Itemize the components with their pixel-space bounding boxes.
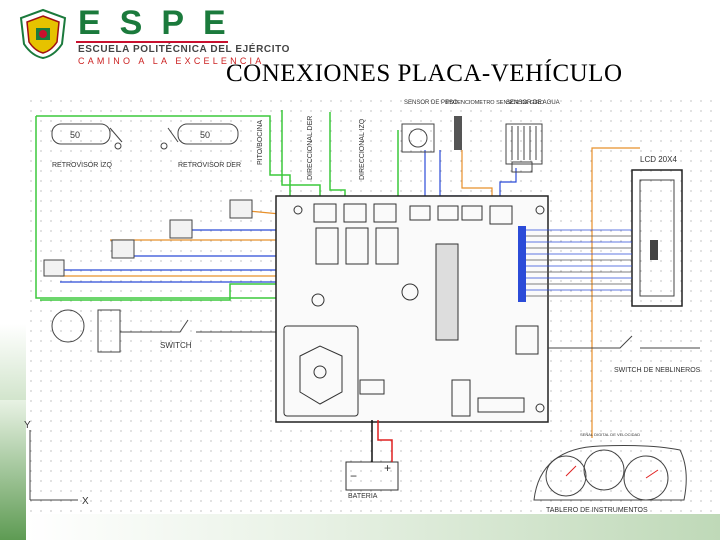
brand-divider <box>76 41 228 43</box>
brand-motto: CAMINO A LA EXCELENCIA <box>78 56 265 66</box>
horn-label: PITO/BOCINA <box>257 120 264 165</box>
mirror-left-label: RETROVISOR IZQ <box>52 162 112 169</box>
espe-shield-logo <box>19 8 67 60</box>
battery-label: BATERIA <box>348 493 378 500</box>
svg-text:50: 50 <box>70 130 80 140</box>
ucs-axes <box>29 430 78 501</box>
svg-text:50: 50 <box>200 130 210 140</box>
brand-logotype: ESPE <box>78 4 245 42</box>
dir-left-label: DIRECCIONAL IZQ <box>359 118 366 180</box>
side-gradient-bottom <box>0 400 26 540</box>
mirror-left: 50 <box>51 123 123 150</box>
weight-sensor <box>401 123 435 153</box>
fog-switch-label: SWITCH DE NEBLINEROS <box>614 367 701 374</box>
axis-y-label: Y <box>24 420 31 431</box>
mirror-right-label: RETROVISOR DER <box>178 162 241 169</box>
switch-label: SWITCH <box>160 341 192 350</box>
speed-sensor-label: POTENCIOMETRO SENSOR DE GIRO <box>446 100 545 106</box>
lcd-display <box>631 169 683 307</box>
bottom-gradient-bar <box>26 514 720 540</box>
water-sensor-label: SENSOR DE AGUA <box>506 100 560 106</box>
sensor-modules <box>43 199 253 277</box>
weight-sensor-label: SENSOR DE PESO <box>404 100 458 106</box>
slide-title: CONEXIONES PLACA-VEHÍCULO <box>226 60 623 87</box>
instrument-dashboard <box>533 445 687 501</box>
ribbon-connector <box>518 226 526 302</box>
axis-x-label: X <box>82 496 89 507</box>
speed-sensor <box>454 116 462 150</box>
lcd-label: LCD 20X4 <box>640 155 677 164</box>
svg-text:+: + <box>384 461 391 475</box>
fog-light-switch <box>548 335 700 349</box>
svg-text:−: − <box>350 469 357 483</box>
brand-subtitle: ESCUELA POLITÉCNICA DEL EJÉRCITO <box>78 44 291 55</box>
dashboard-label: TABLERO DE INSTRUMENTOS <box>546 507 648 514</box>
ignition-switch <box>51 309 276 353</box>
dir-right-label: DIRECCIONAL DER <box>307 116 314 180</box>
lcd-ribbon <box>524 229 632 297</box>
speed-signal-label: SEÑAL DIGITAL DE VELOCIDAD <box>580 432 640 437</box>
water-sensor <box>505 123 543 173</box>
battery: − + <box>345 420 399 491</box>
main-pcb <box>275 195 549 423</box>
mirror-right: 50 <box>160 123 239 150</box>
